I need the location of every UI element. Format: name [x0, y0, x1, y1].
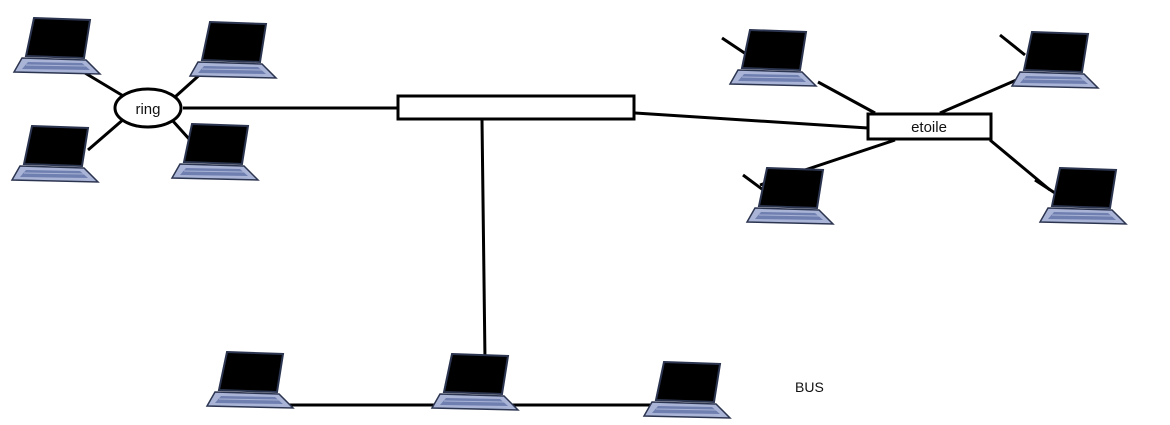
laptop-bus-left	[206, 351, 294, 409]
laptop-icon	[1039, 167, 1127, 225]
central-hub	[396, 94, 636, 121]
laptop-ring-bottom-left	[11, 125, 99, 183]
laptop-icon	[189, 21, 277, 79]
ring-link-bottom-right	[170, 118, 192, 142]
laptop-bus-right	[643, 361, 731, 419]
star-link-top-left	[817, 80, 876, 115]
star-node: etoile	[866, 112, 993, 141]
hub-to-bus-drop	[480, 119, 487, 361]
star-link-to-right-laptop	[999, 33, 1026, 57]
laptop-bus-center	[431, 353, 519, 411]
laptop-icon	[13, 17, 101, 75]
laptop-icon	[1011, 31, 1099, 89]
star-label: etoile	[911, 119, 947, 136]
bus-label: BUS	[795, 379, 824, 395]
laptop-ring-top-right	[189, 21, 277, 79]
laptop-icon	[431, 353, 519, 411]
ring-label: ring	[135, 101, 160, 118]
laptop-star-top-right	[1011, 31, 1099, 89]
laptop-icon	[746, 167, 834, 225]
ring-link-top-left	[79, 68, 126, 99]
star-link-top-right	[939, 73, 1029, 115]
laptop-icon	[11, 125, 99, 183]
laptop-star-bottom-right	[1039, 167, 1127, 225]
ring-node: ring	[113, 87, 183, 129]
laptop-icon	[643, 361, 731, 419]
laptop-icon	[206, 351, 294, 409]
hub-to-star-link	[634, 111, 869, 130]
laptop-star-top-left	[729, 29, 817, 87]
ring-link-bottom-left	[87, 116, 126, 152]
laptop-star-bottom-left	[746, 167, 834, 225]
laptop-ring-top-left	[13, 17, 101, 75]
laptop-icon	[729, 29, 817, 87]
connection-lines	[79, 33, 1059, 407]
